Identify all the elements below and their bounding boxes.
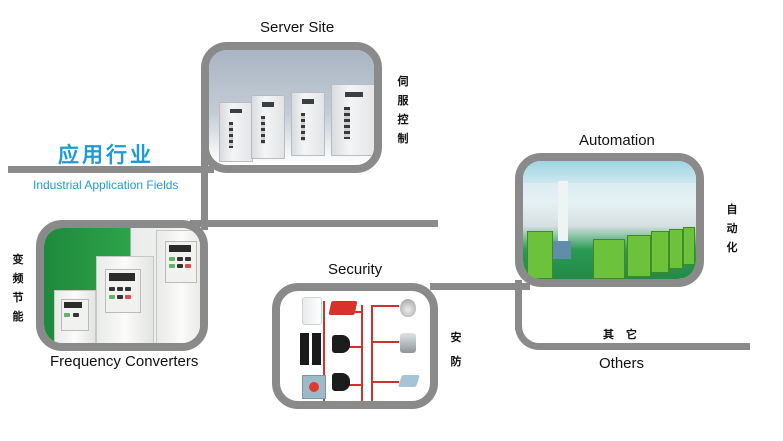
security-label-cn: 安 防	[450, 331, 462, 368]
inverter-small	[54, 290, 96, 343]
frequency-label-cn: 变 频 节 能	[12, 253, 24, 323]
connector-header-line	[8, 166, 214, 173]
server-site-image[interactable]	[201, 42, 382, 173]
alarm-horn-icon	[332, 373, 350, 391]
frequency-converters-image[interactable]	[36, 220, 208, 351]
security-title: Security	[328, 261, 383, 278]
wire-strobe	[354, 311, 362, 313]
connector-others-curve	[515, 300, 555, 350]
infrared-beam-detector-icon	[300, 333, 322, 365]
wire-horn1	[346, 346, 362, 348]
alarm-horn-icon	[332, 335, 350, 353]
automation-label-cn: 自 动 化	[726, 203, 738, 254]
factory-pillar	[558, 181, 568, 251]
frequency-converters-title: Frequency Converters	[50, 353, 199, 370]
others-title: Others	[599, 355, 645, 372]
inverter-medium	[96, 256, 154, 343]
servo-drive-3	[291, 92, 325, 156]
others-label-cn: 其 它	[603, 328, 641, 341]
factory-ceiling	[523, 161, 696, 183]
server-site-label-cn: 伺 服 控 制	[397, 75, 409, 145]
servo-drive-2	[251, 95, 285, 159]
receiver-module-icon	[398, 375, 420, 387]
connector-others-line	[550, 343, 750, 350]
wire-right-bus	[371, 305, 373, 401]
machine-6	[683, 227, 695, 265]
strobe-siren-icon	[328, 301, 358, 315]
wire-horn2	[346, 384, 362, 386]
header-title-en: Industrial Application Fields	[33, 178, 179, 192]
wire-receiver	[371, 381, 399, 383]
wire-cam1	[371, 305, 399, 307]
machine-hopper	[553, 241, 571, 259]
wire-mid-bus	[361, 305, 363, 401]
wire-left-bus	[323, 301, 325, 401]
machine-4	[651, 231, 669, 273]
automation-image[interactable]	[515, 153, 704, 287]
security-image[interactable]	[272, 283, 438, 409]
automation-title: Automation	[579, 132, 655, 149]
machine-3	[627, 235, 651, 277]
header-title-cn: 应用行业	[58, 143, 154, 167]
wire-cam2	[371, 341, 399, 343]
connector-mid-horizontal	[190, 220, 438, 227]
machine-1	[527, 231, 553, 279]
servo-drive-1	[219, 102, 253, 162]
inverter-large	[156, 230, 200, 343]
connector-vertical-server	[201, 150, 208, 230]
emergency-button-icon	[302, 375, 326, 399]
machine-5	[669, 229, 683, 269]
speed-dome-camera-icon	[400, 299, 416, 317]
cctv-camera-icon	[400, 333, 416, 353]
servo-drive-4	[331, 84, 374, 156]
server-site-title: Server Site	[260, 19, 335, 36]
connector-security-automation	[430, 283, 530, 290]
machine-2	[593, 239, 625, 279]
pir-motion-sensor-icon	[302, 297, 322, 325]
